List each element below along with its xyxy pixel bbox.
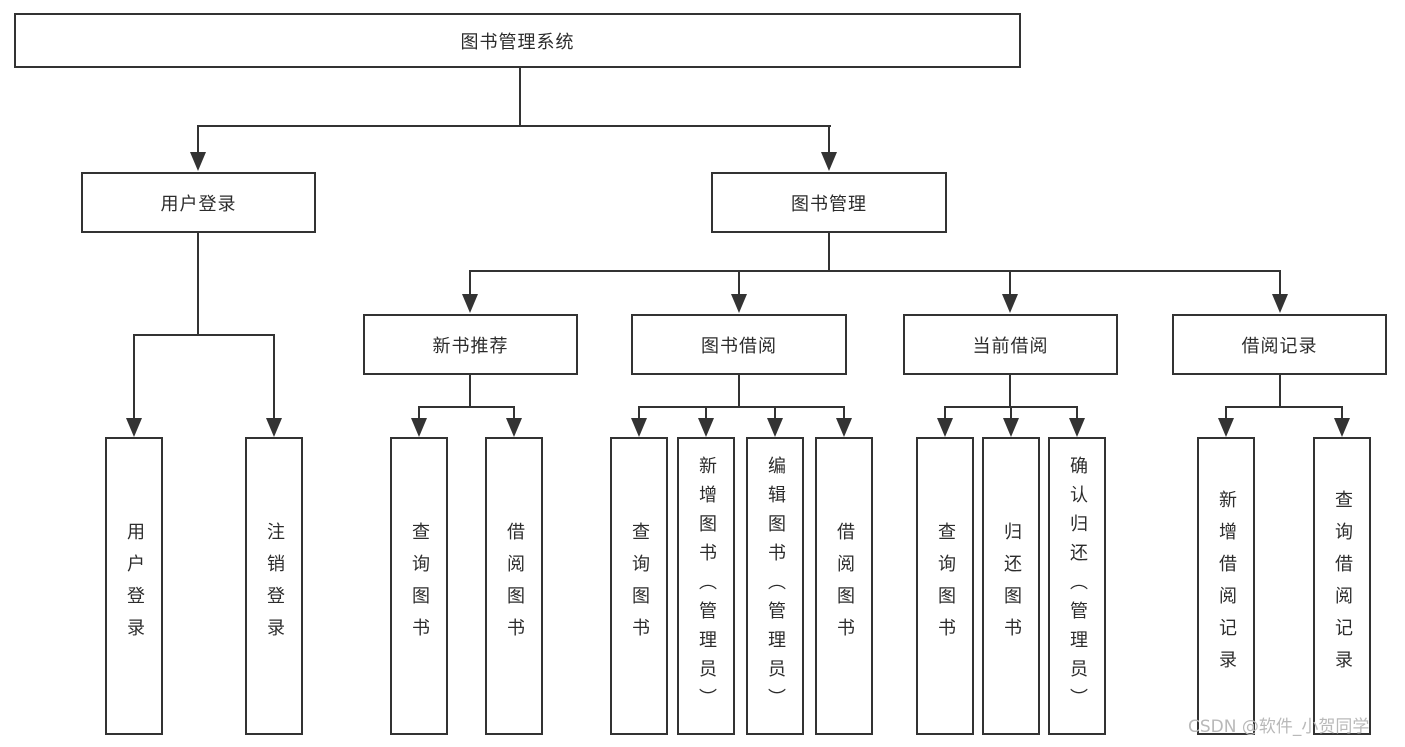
node-current-borrowing: 当前借阅 — [903, 314, 1118, 375]
leaf-borrow-books-label: 借阅图书 — [834, 522, 855, 650]
connector-arrowhead — [731, 294, 747, 313]
connector-line — [1279, 270, 1281, 295]
connector-line — [1009, 375, 1011, 408]
node-borrowing-records: 借阅记录 — [1172, 314, 1387, 375]
connector-line — [519, 68, 521, 126]
node-current-borrowing-label: 当前借阅 — [972, 335, 1049, 357]
node-book-borrowing-label: 图书借阅 — [701, 335, 777, 357]
connector-line — [944, 406, 946, 418]
connector-arrowhead — [1069, 418, 1085, 437]
connector-line — [197, 125, 831, 127]
connector-arrowhead — [462, 294, 478, 313]
leaf-user-login-label: 用户登录 — [124, 522, 145, 650]
node-new-book-recommendation: 新书推荐 — [363, 314, 578, 375]
node-user-login: 用户登录 — [81, 172, 316, 233]
connector-arrowhead — [836, 418, 852, 437]
connector-line — [1010, 406, 1012, 418]
node-library-management-system: 图书管理系统 — [14, 13, 1021, 68]
connector-line — [705, 406, 707, 418]
connector-line — [273, 334, 275, 418]
leaf-add-borrow-record: 新增借阅记录 — [1197, 437, 1255, 735]
connector-line — [197, 125, 199, 153]
connector-arrowhead — [411, 418, 427, 437]
leaf-add-books-admin: 新增图书（管理员） — [677, 437, 735, 735]
connector-arrowhead — [1003, 418, 1019, 437]
connector-line — [738, 375, 740, 408]
connector-line — [133, 334, 135, 418]
connector-line — [418, 406, 420, 418]
leaf-edit-books-admin: 编辑图书（管理员） — [746, 437, 804, 735]
connector-line — [469, 270, 1281, 272]
connector-line — [843, 406, 845, 418]
connector-arrowhead — [1272, 294, 1288, 313]
node-book-management: 图书管理 — [711, 172, 947, 233]
leaf-confirm-return-admin: 确认归还（管理员） — [1048, 437, 1106, 735]
leaf-query-books-borrow-label: 查询图书 — [629, 522, 650, 650]
connector-line — [133, 334, 275, 336]
connector-arrowhead — [1334, 418, 1350, 437]
connector-arrowhead — [937, 418, 953, 437]
connector-line — [1225, 406, 1227, 418]
connector-arrowhead — [698, 418, 714, 437]
leaf-query-books-recommend-label: 查询图书 — [409, 522, 430, 650]
node-user-login-label: 用户登录 — [160, 193, 237, 215]
connector-arrowhead — [190, 152, 206, 171]
leaf-query-books-recommend: 查询图书 — [390, 437, 448, 735]
connector-line — [469, 270, 471, 295]
leaf-query-books-current-label: 查询图书 — [935, 522, 956, 650]
leaf-borrow-books: 借阅图书 — [815, 437, 873, 735]
node-library-management-system-label: 图书管理系统 — [460, 31, 575, 53]
connector-line — [738, 270, 740, 295]
connector-line — [469, 375, 471, 408]
leaf-borrow-books-recommend-label: 借阅图书 — [504, 522, 525, 650]
connector-line — [1076, 406, 1078, 418]
connector-arrowhead — [1218, 418, 1234, 437]
node-borrowing-records-label: 借阅记录 — [1241, 335, 1318, 357]
leaf-query-books-borrow: 查询图书 — [610, 437, 668, 735]
connector-arrowhead — [631, 418, 647, 437]
leaf-query-borrow-record-label: 查询借阅记录 — [1332, 490, 1353, 682]
connector-line — [1279, 375, 1281, 408]
connector-arrowhead — [1002, 294, 1018, 313]
leaf-query-borrow-record: 查询借阅记录 — [1313, 437, 1371, 735]
connector-line — [418, 406, 515, 408]
connector-line — [513, 406, 515, 418]
node-new-book-recommendation-label: 新书推荐 — [432, 335, 509, 357]
leaf-add-books-admin-label: 新增图书（管理员） — [696, 455, 717, 717]
connector-line — [1341, 406, 1343, 418]
connector-line — [774, 406, 776, 418]
leaf-edit-books-admin-label: 编辑图书（管理员） — [765, 455, 786, 717]
leaf-return-books: 归还图书 — [982, 437, 1040, 735]
leaf-user-login: 用户登录 — [105, 437, 163, 735]
connector-arrowhead — [506, 418, 522, 437]
connector-line — [197, 233, 199, 335]
leaf-query-books-current: 查询图书 — [916, 437, 974, 735]
connector-line — [1225, 406, 1342, 408]
leaf-add-borrow-record-label: 新增借阅记录 — [1216, 490, 1237, 682]
connector-arrowhead — [767, 418, 783, 437]
leaf-confirm-return-admin-label: 确认归还（管理员） — [1067, 455, 1088, 717]
leaf-logout: 注销登录 — [245, 437, 303, 735]
connector-line — [828, 125, 830, 153]
connector-arrowhead — [266, 418, 282, 437]
csdn-watermark: CSDN @软件_小贺同学 — [1188, 717, 1370, 737]
leaf-logout-label: 注销登录 — [264, 522, 285, 650]
connector-arrowhead — [126, 418, 142, 437]
node-book-management-label: 图书管理 — [791, 193, 867, 215]
leaf-borrow-books-recommend: 借阅图书 — [485, 437, 543, 735]
connector-line — [1009, 270, 1011, 295]
connector-arrowhead — [821, 152, 837, 171]
leaf-return-books-label: 归还图书 — [1001, 522, 1022, 650]
connector-line — [828, 233, 830, 272]
connector-line — [638, 406, 845, 408]
connector-line — [638, 406, 640, 418]
node-book-borrowing: 图书借阅 — [631, 314, 847, 375]
